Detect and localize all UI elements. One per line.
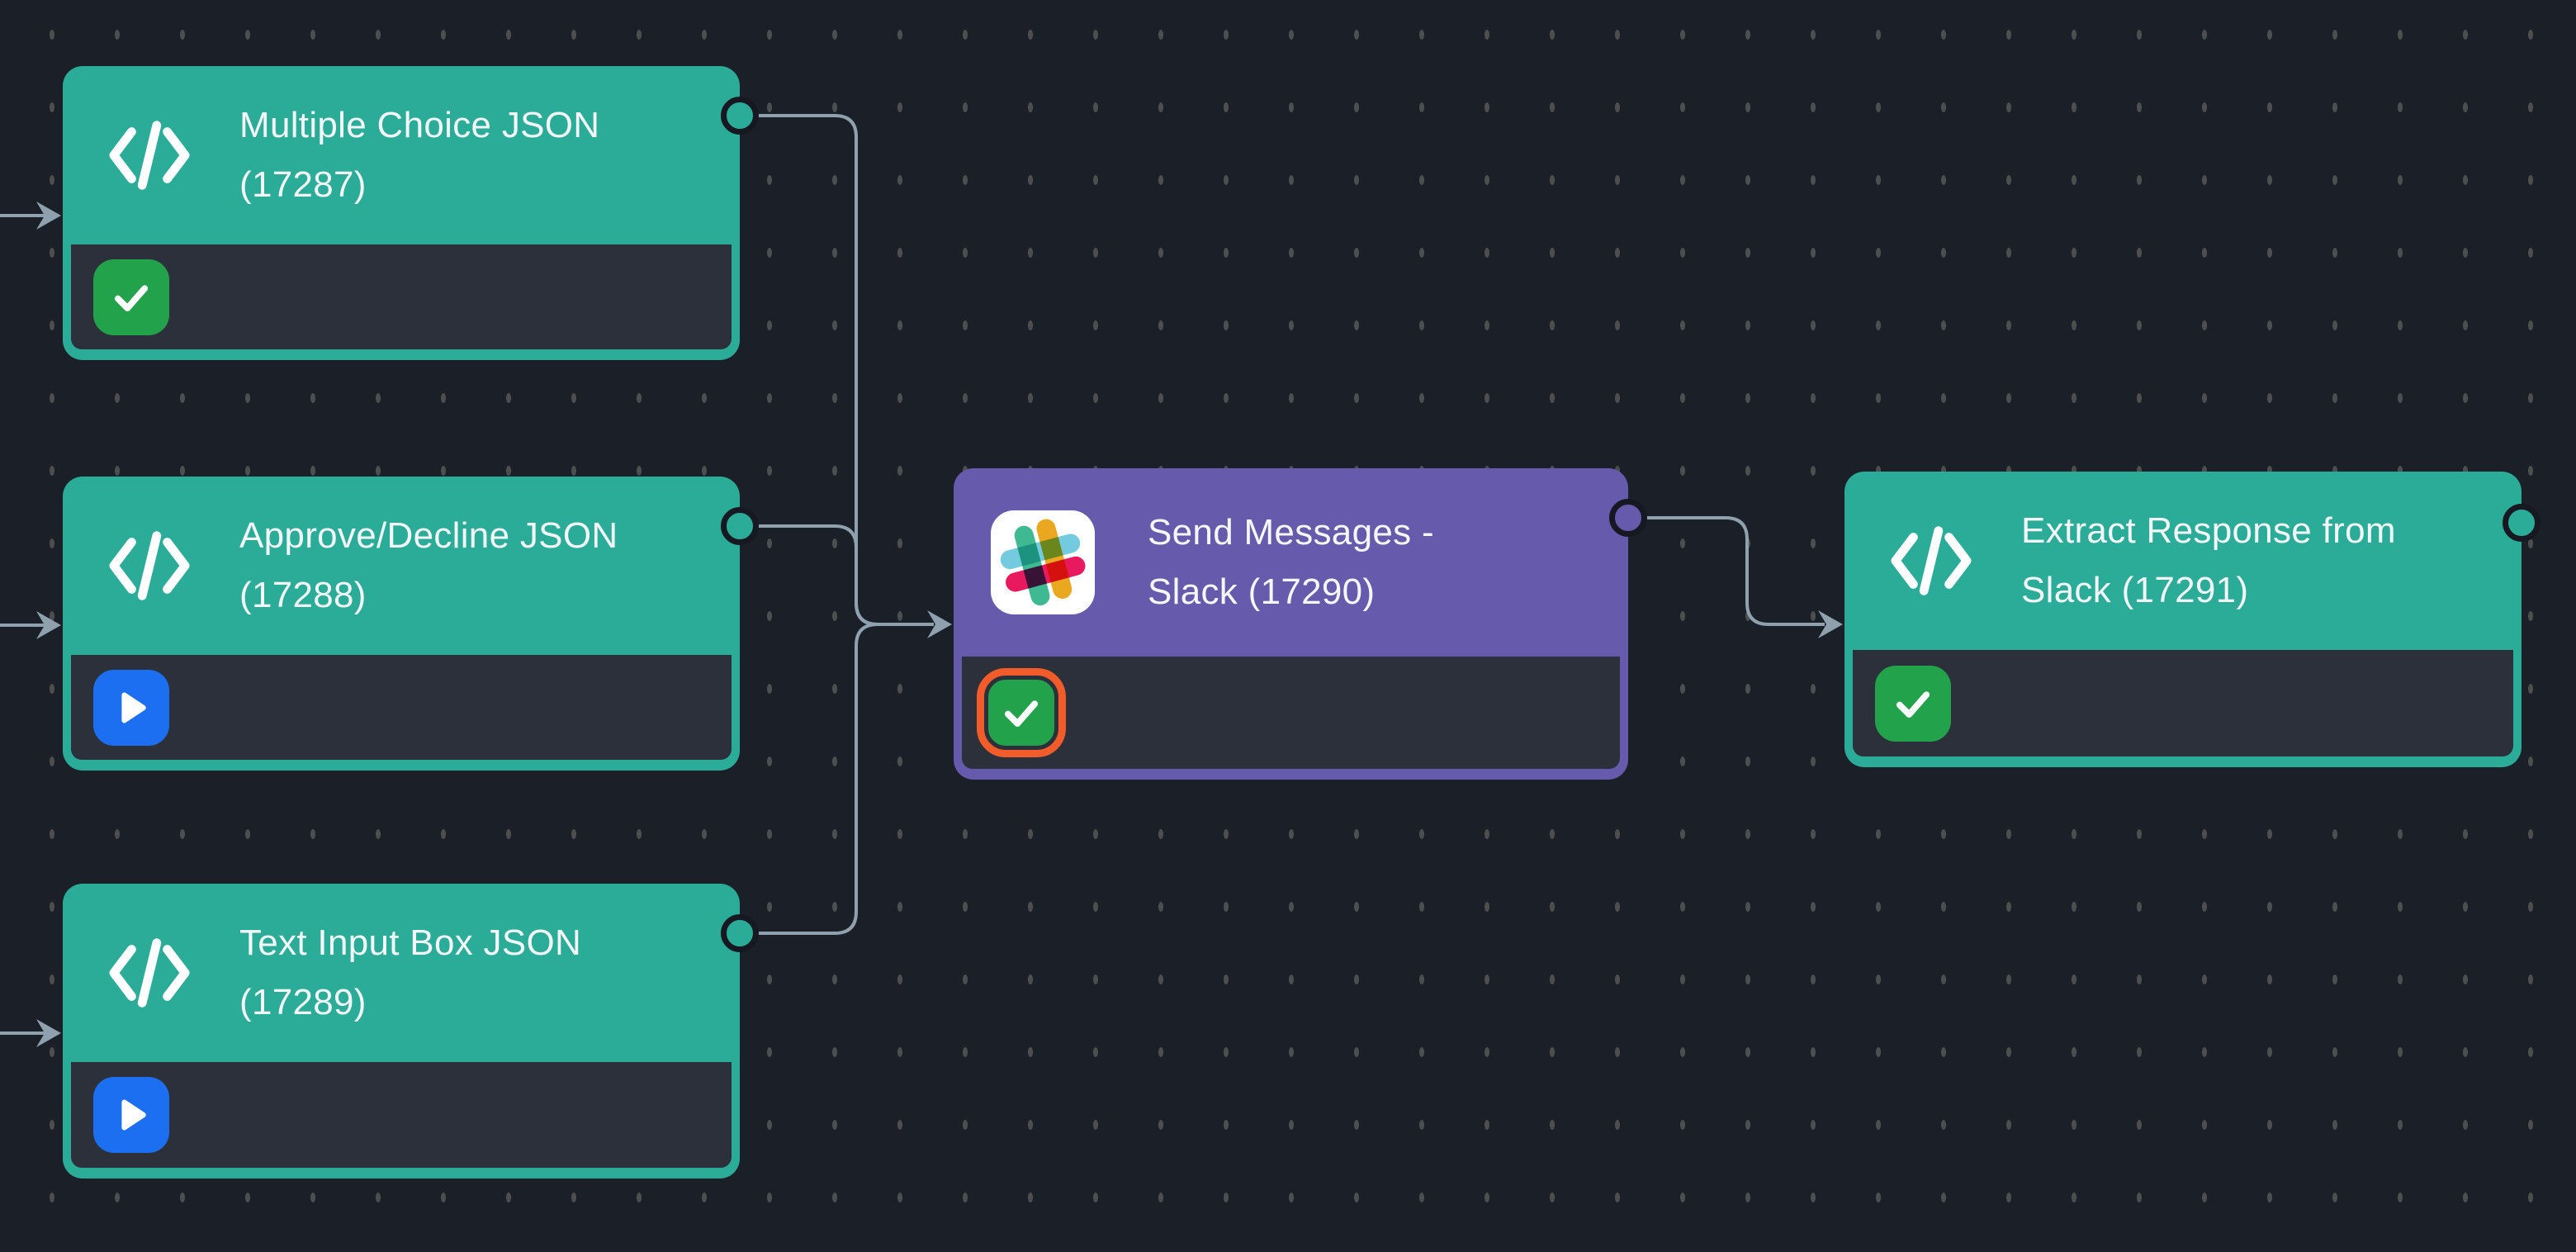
edge-17290-17291[interactable] [1628,516,1825,626]
edge-17287-17290[interactable] [740,114,934,626]
node-header: Extract Response from Slack (17291) [1844,472,2522,650]
node-header: Send Messages - Slack (17290) [954,468,1628,657]
node-title-line-1: Multiple Choice JSON [239,105,600,145]
node-body [962,657,1620,769]
output-port-17289[interactable] [721,914,759,952]
node-body [1853,650,2513,756]
node-title: Extract Response from Slack (17291) [2021,501,2396,620]
slack-icon [991,510,1095,614]
node-header: Text Input Box JSON (17289) [63,884,740,1062]
node-title-line-1: Send Messages - [1148,512,1434,552]
arrowhead-into-17289 [36,1019,61,1047]
node-title-line-1: Extract Response from [2021,510,2396,551]
output-port-17287[interactable] [721,97,759,135]
node-title-line-1: Text Input Box JSON [239,922,582,963]
edge-17288-17290[interactable] [740,524,934,626]
edge-17289-17290[interactable] [740,623,934,935]
status-badge-run[interactable] [93,1077,169,1153]
code-icon [1889,524,1973,598]
arrowhead-into-17290 [927,610,952,638]
node-header: Multiple Choice JSON (17287) [63,66,740,244]
output-port-17291[interactable] [2503,504,2540,542]
node-title-line-2: (17287) [239,164,367,205]
node-body [71,1062,732,1168]
node-title-line-2: Slack (17290) [1148,571,1376,612]
node-multiple-choice-json[interactable]: Multiple Choice JSON (17287) [63,66,740,360]
node-title-line-2: (17288) [239,575,367,615]
status-badge-success[interactable] [93,258,169,335]
node-title: Approve/Decline JSON (17288) [239,506,618,625]
status-badge-run[interactable] [93,669,169,746]
node-title: Send Messages - Slack (17290) [1148,503,1434,622]
code-icon [107,529,192,603]
node-title: Multiple Choice JSON (17287) [239,96,599,215]
node-extract-response-from-slack[interactable]: Extract Response from Slack (17291) [1844,472,2522,767]
arrowhead-into-17288 [36,611,61,639]
node-body [71,655,732,760]
code-icon [107,936,192,1010]
output-port-17290[interactable] [1609,499,1647,537]
node-title-line-2: Slack (17291) [2021,570,2249,610]
node-header: Approve/Decline JSON (17288) [63,477,740,655]
arrowhead-into-17291 [1818,610,1843,638]
node-title-line-1: Approve/Decline JSON [239,515,618,556]
status-badge-success-selected[interactable] [977,668,1066,757]
node-send-messages-slack[interactable]: Send Messages - Slack (17290) [954,468,1628,780]
arrowhead-into-17287 [36,202,61,230]
node-title-line-2: (17289) [239,982,367,1022]
output-port-17288[interactable] [721,507,759,545]
node-title: Text Input Box JSON (17289) [239,913,581,1032]
status-badge-success[interactable] [1875,665,1951,742]
node-body [71,244,732,349]
node-approve-decline-json[interactable]: Approve/Decline JSON (17288) [63,477,740,771]
code-icon [107,118,192,192]
node-text-input-box-json[interactable]: Text Input Box JSON (17289) [63,884,740,1178]
